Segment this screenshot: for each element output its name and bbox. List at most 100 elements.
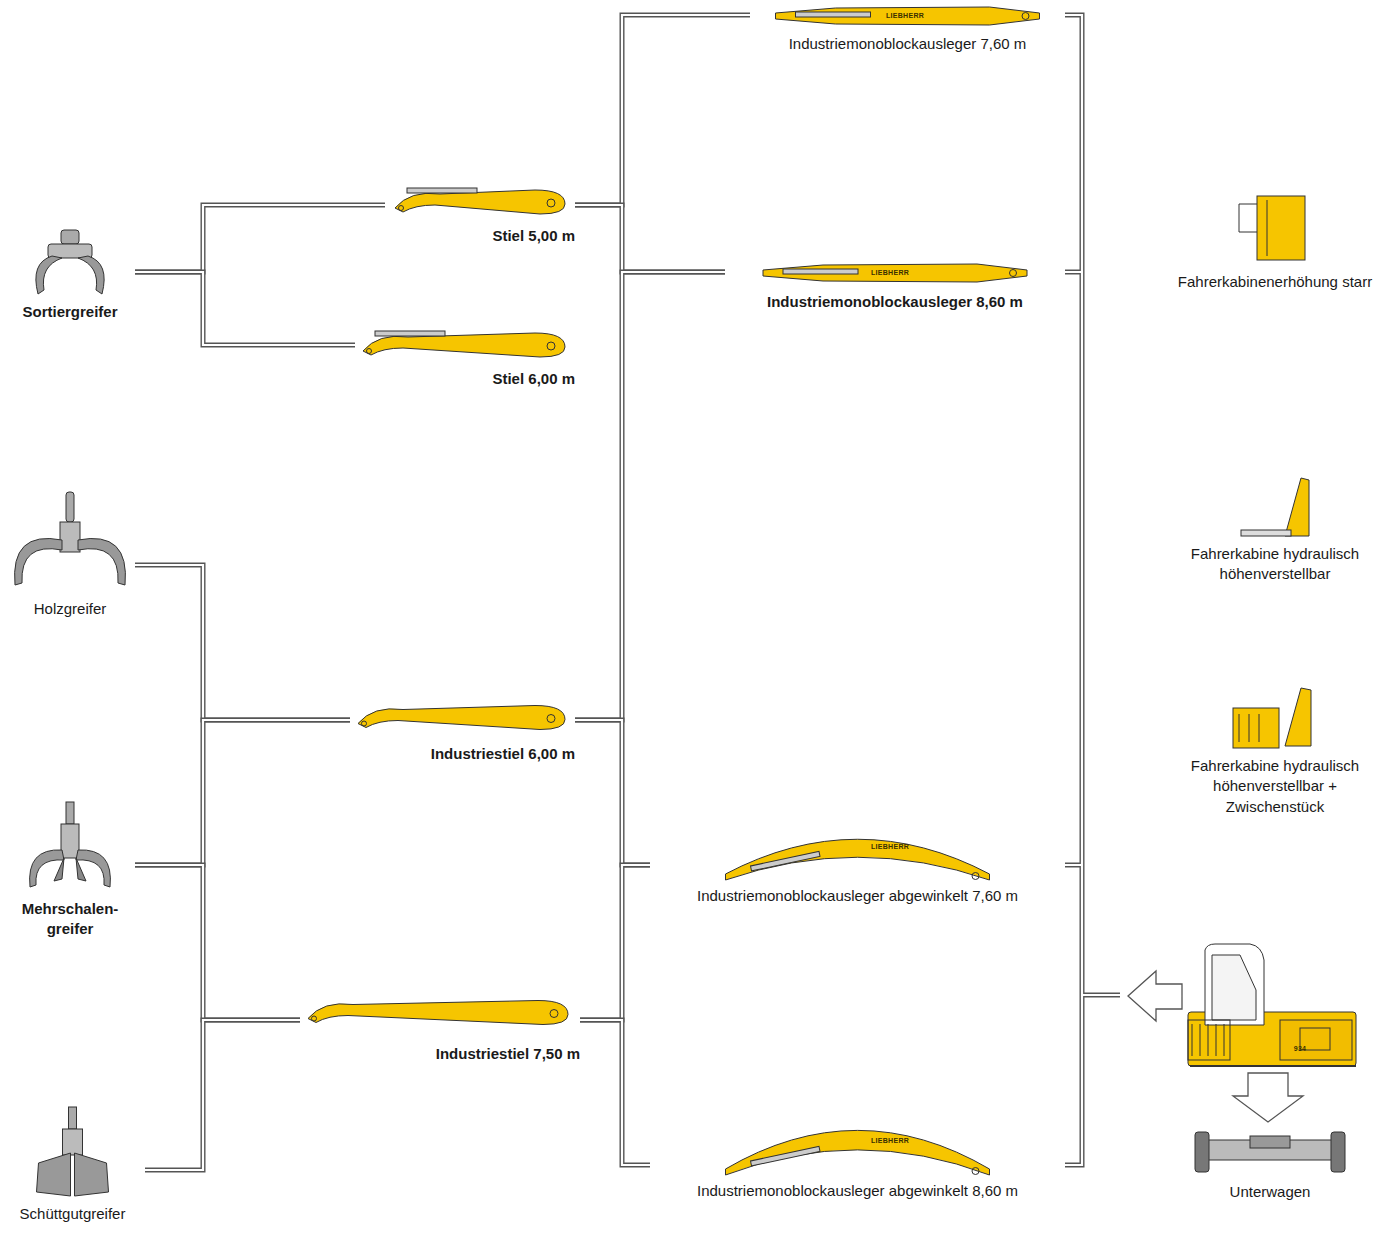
item-illustration [1160, 470, 1390, 540]
item-illustration [650, 832, 1065, 882]
brand-logo: LIEBHERR [871, 1137, 909, 1144]
connector-stroke [145, 1020, 300, 1170]
item-icon [355, 325, 575, 365]
bracket-connector [135, 205, 385, 272]
model-number: 934 [1294, 1045, 1307, 1052]
item-label: Industriemonoblockausleger 8,60 m [725, 292, 1065, 312]
connector-stroke [135, 865, 300, 1020]
item-label: Industriemonoblockausleger 7,60 m [750, 34, 1065, 54]
connector-stroke [135, 272, 355, 345]
item-icon [1160, 192, 1390, 268]
bracket-connector [575, 15, 750, 205]
brand-logo: LIEBHERR [871, 843, 909, 850]
item-illustration [0, 1105, 145, 1200]
item-icon [650, 1122, 1065, 1177]
connector-stroke [135, 205, 385, 272]
boom-item: Industriemonoblockausleger 7,60 m [750, 2, 1065, 54]
item-illustration [650, 1122, 1065, 1177]
cab-item: Fahrerkabinenerhöhung starr [1160, 192, 1390, 292]
bracket-connector [135, 565, 350, 720]
item-icon [650, 832, 1065, 882]
bracket-line [1065, 15, 1120, 1165]
item-label: Fahrerkabinenerhöhung starr [1168, 272, 1383, 292]
connector-stroke [135, 720, 350, 865]
item-illustration [1160, 680, 1390, 752]
item-icon [5, 800, 135, 895]
item-label: Fahrerkabine hydraulisch höhenverstellba… [1168, 544, 1383, 585]
item-label: Industriemonoblockausleger abgewinkelt 8… [650, 1181, 1065, 1201]
item-label: Stiel 6,00 m [355, 369, 575, 389]
item-icon [1160, 470, 1390, 540]
item-illustration [5, 490, 135, 595]
item-icon [350, 695, 575, 740]
hollow-arrow [1128, 971, 1182, 1021]
connector-stroke [135, 272, 355, 345]
bracket-connector [135, 865, 300, 1020]
item-illustration [5, 228, 135, 298]
item-icon [385, 182, 575, 222]
cab-item: Fahrerkabine hydraulisch höhenverstellba… [1160, 470, 1390, 585]
connector-stroke [145, 1020, 300, 1170]
boom-item: Industriemonoblockausleger abgewinkelt 7… [650, 832, 1065, 906]
connector-stroke [135, 565, 350, 720]
gripper-item: Sortiergreifer [5, 228, 135, 322]
item-label: Industriestiel 6,00 m [350, 744, 575, 764]
item-illustration [1185, 1126, 1355, 1178]
item-label: Industriemonoblockausleger abgewinkelt 7… [650, 886, 1065, 906]
item-icon [1185, 1126, 1355, 1178]
connector-stroke [575, 272, 725, 720]
item-icon [5, 490, 135, 595]
gripper-item: Schüttgutgreifer [0, 1105, 145, 1224]
bracket-connector [580, 865, 650, 1020]
item-illustration [350, 695, 575, 740]
item-label: Mehrschalen- greifer [15, 899, 125, 940]
boom-item: Industriemonoblockausleger abgewinkelt 8… [650, 1122, 1065, 1201]
item-illustration [355, 325, 575, 365]
item-illustration [300, 985, 580, 1040]
bracket-connector [135, 272, 355, 345]
connector-stroke [575, 15, 750, 205]
brand-logo: LIEBHERR [886, 12, 924, 19]
gripper-item: Holzgreifer [5, 490, 135, 619]
bracket-connector [575, 272, 725, 720]
item-label: Sortiergreifer [5, 302, 135, 322]
bracket-connector [575, 205, 725, 272]
item-icon [300, 985, 580, 1040]
connector-stroke [575, 720, 650, 865]
connector-stroke [575, 15, 750, 205]
item-label: Unterwagen [1185, 1182, 1355, 1202]
item-label: Industriestiel 7,50 m [300, 1044, 580, 1064]
bracket-line [1065, 15, 1120, 1165]
item-label: Holzgreifer [5, 599, 135, 619]
item-icon [1160, 680, 1390, 752]
item-label: Schüttgutgreifer [0, 1204, 145, 1224]
connector-stroke [575, 205, 725, 272]
excavator-body [1188, 944, 1356, 1066]
item-illustration [1160, 192, 1390, 268]
bracket-connector [575, 720, 650, 865]
stick-item: Industriestiel 7,50 m [300, 985, 580, 1064]
brand-logo: LIEBHERR [871, 269, 909, 276]
connector-stroke [135, 205, 385, 272]
bracket-connector [580, 1020, 650, 1165]
item-icon [5, 228, 135, 298]
bracket-connector [135, 720, 350, 865]
connector-stroke [135, 720, 350, 865]
hollow-arrow [1233, 1073, 1303, 1122]
connector-stroke [575, 272, 725, 720]
item-label: Stiel 5,00 m [385, 226, 575, 246]
cab-item: Unterwagen [1185, 1126, 1355, 1202]
connector-stroke [135, 565, 350, 720]
item-illustration [5, 800, 135, 895]
connector-stroke [135, 865, 300, 1020]
bracket-connector [145, 1020, 300, 1170]
connector-stroke [580, 865, 650, 1020]
gripper-item: Mehrschalen- greifer [5, 800, 135, 940]
item-illustration [385, 182, 575, 222]
stick-item: Stiel 5,00 m [385, 182, 575, 246]
stick-item: Industriestiel 6,00 m [350, 695, 575, 764]
connector-stroke [580, 1020, 650, 1165]
connector-stroke [575, 205, 725, 272]
